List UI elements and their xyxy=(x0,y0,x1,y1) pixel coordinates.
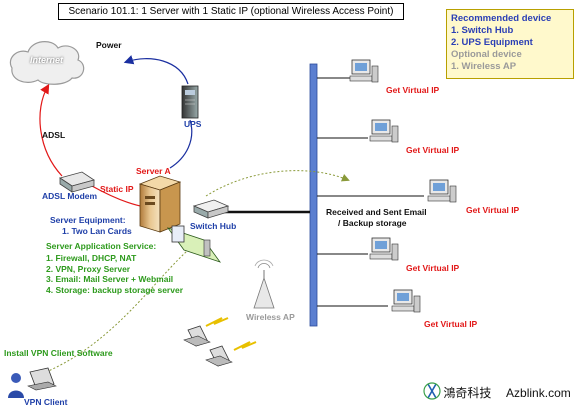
lightning-icon xyxy=(205,317,257,351)
adsl-modem-label: ADSL Modem xyxy=(42,191,98,201)
optional-heading: Optional device xyxy=(451,49,522,60)
recommended-item: 1. Switch Hub xyxy=(451,25,514,36)
backbone-bar xyxy=(309,63,318,327)
wireless-ap-label: Wireless AP xyxy=(246,312,295,322)
client-label: Get Virtual IP xyxy=(466,205,520,215)
server-service-item: 2. VPN, Proxy Server xyxy=(46,263,131,274)
wireless-dotted-upper xyxy=(205,170,350,197)
client-label: Get Virtual IP xyxy=(406,145,460,155)
adsl-line xyxy=(39,83,63,177)
server-a-label: Server A xyxy=(136,166,171,176)
server-service-item: 3. Email: Mail Server + Webmail xyxy=(46,274,174,284)
server-tower-icon xyxy=(138,175,182,233)
vpn-install-label: Install VPN Client Software xyxy=(4,348,113,358)
backup-label-line1: Received and Sent Email xyxy=(326,207,427,217)
brand-site: Azblink.com xyxy=(506,386,571,400)
vpn-client-icon xyxy=(8,367,57,398)
brand-name: 鴻奇科技 xyxy=(443,386,492,400)
recommended-item: 2. UPS Equipment xyxy=(451,37,533,48)
laptop-icon xyxy=(183,325,233,367)
client-label: Get Virtual IP xyxy=(386,85,440,95)
server-equipment-item: 1. Two Lan Cards xyxy=(62,226,132,236)
vpn-dotted-line xyxy=(45,238,202,373)
recommended-device-box: Recommended device 1. Switch Hub 2. UPS … xyxy=(446,9,574,79)
static-ip-label: Static IP xyxy=(100,184,134,194)
server-service-list: 1. Firewall, DHCP, NAT 2. VPN, Proxy Ser… xyxy=(46,253,183,295)
server-service-heading: Server Application Service: xyxy=(46,241,157,251)
recommended-heading: Recommended device xyxy=(451,13,552,24)
backup-label-line2: / Backup storage xyxy=(338,218,407,228)
ups-server-line xyxy=(169,119,193,169)
ups-label: UPS xyxy=(184,119,202,129)
optional-item: 1. Wireless AP xyxy=(451,61,517,72)
azblink-logo-icon xyxy=(423,382,441,400)
power-line xyxy=(123,55,189,85)
lan-card-icon xyxy=(166,225,222,263)
client-links xyxy=(317,77,424,307)
internet-cloud-icon xyxy=(9,41,85,85)
brand-footer: 鴻奇科技 Azblink.com xyxy=(418,384,571,401)
ups-icon xyxy=(181,85,199,119)
internet-label: Internet xyxy=(30,55,64,65)
server-service-item: 1. Firewall, DHCP, NAT xyxy=(46,253,137,263)
page-title: Scenario 101.1: 1 Server with 1 Static I… xyxy=(58,3,404,20)
vpn-client-label: VPN Client xyxy=(24,397,68,407)
switch-hub-icon xyxy=(192,199,230,219)
client-label: Get Virtual IP xyxy=(406,263,460,273)
server-equipment-heading: Server Equipment: xyxy=(50,215,126,225)
server-service-item: 4. Storage: backup storage server xyxy=(46,284,184,295)
client-label: Get Virtual IP xyxy=(424,319,478,329)
adsl-modem-icon xyxy=(59,171,95,193)
switch-hub-label: Switch Hub xyxy=(190,221,237,231)
client-pc-icon xyxy=(349,59,457,313)
adsl-label: ADSL xyxy=(42,130,66,140)
wireless-ap-icon xyxy=(253,259,275,309)
power-label: Power xyxy=(96,40,122,50)
